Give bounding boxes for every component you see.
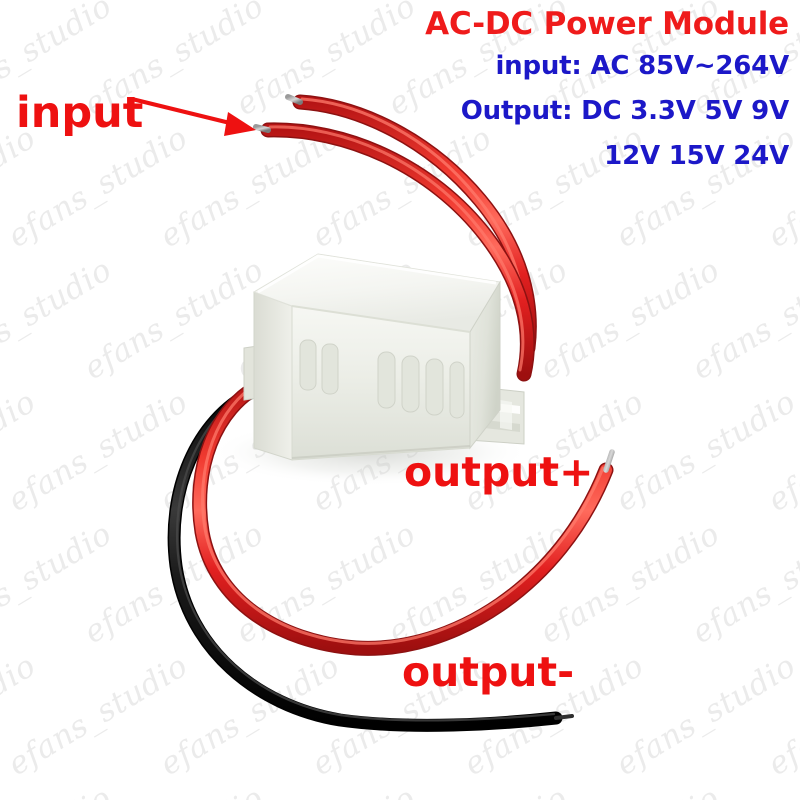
output-wire-group: [167, 376, 615, 732]
vent-slots-left: [299, 339, 339, 395]
input-wire-group: [253, 94, 537, 382]
input-wire-2-tip: [253, 124, 271, 133]
output-wire-positive-tip: [603, 449, 615, 473]
vent-slots-right: [377, 351, 465, 419]
input-wire-1-tip: [285, 94, 303, 105]
callout-label-input: input: [16, 88, 144, 138]
callout-label-output-negative: output-: [402, 648, 575, 696]
product-title: AC-DC Power Module: [425, 6, 789, 42]
callout-label-output-positive: output+: [404, 448, 594, 496]
spec-output-voltage-line1: Output: DC 3.3V 5V 9V: [460, 96, 789, 126]
module-right-face: [469, 280, 501, 450]
power-module-body: [243, 253, 525, 461]
output-wire-negative-tip: [554, 714, 574, 720]
spec-output-voltage-line2: 12V 15V 24V: [604, 141, 789, 171]
spec-input-voltage: input: AC 85V~264V: [495, 51, 789, 81]
input-arrow-icon: [130, 97, 256, 136]
